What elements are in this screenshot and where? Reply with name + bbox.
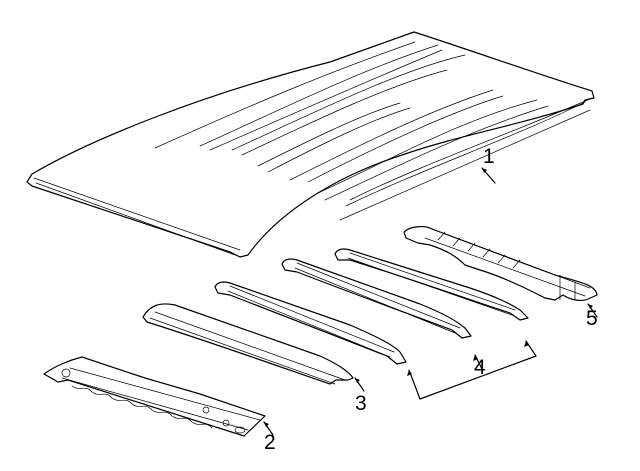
- rear-header: [403, 226, 598, 301]
- front-roof-bow: [142, 303, 354, 385]
- callout-2: 2: [264, 431, 276, 454]
- callout-5: 5: [586, 307, 598, 330]
- callout-1: 1: [483, 145, 495, 168]
- roof-bow-rear: [334, 248, 529, 321]
- roof-bow-front: [214, 281, 407, 365]
- roof-bow-middle: [281, 258, 472, 339]
- roof-panel: [26, 31, 595, 258]
- callout-4: 4: [474, 356, 486, 379]
- front-header: [43, 356, 266, 437]
- callout-4-leader: [408, 340, 537, 400]
- callout-3: 3: [355, 392, 367, 415]
